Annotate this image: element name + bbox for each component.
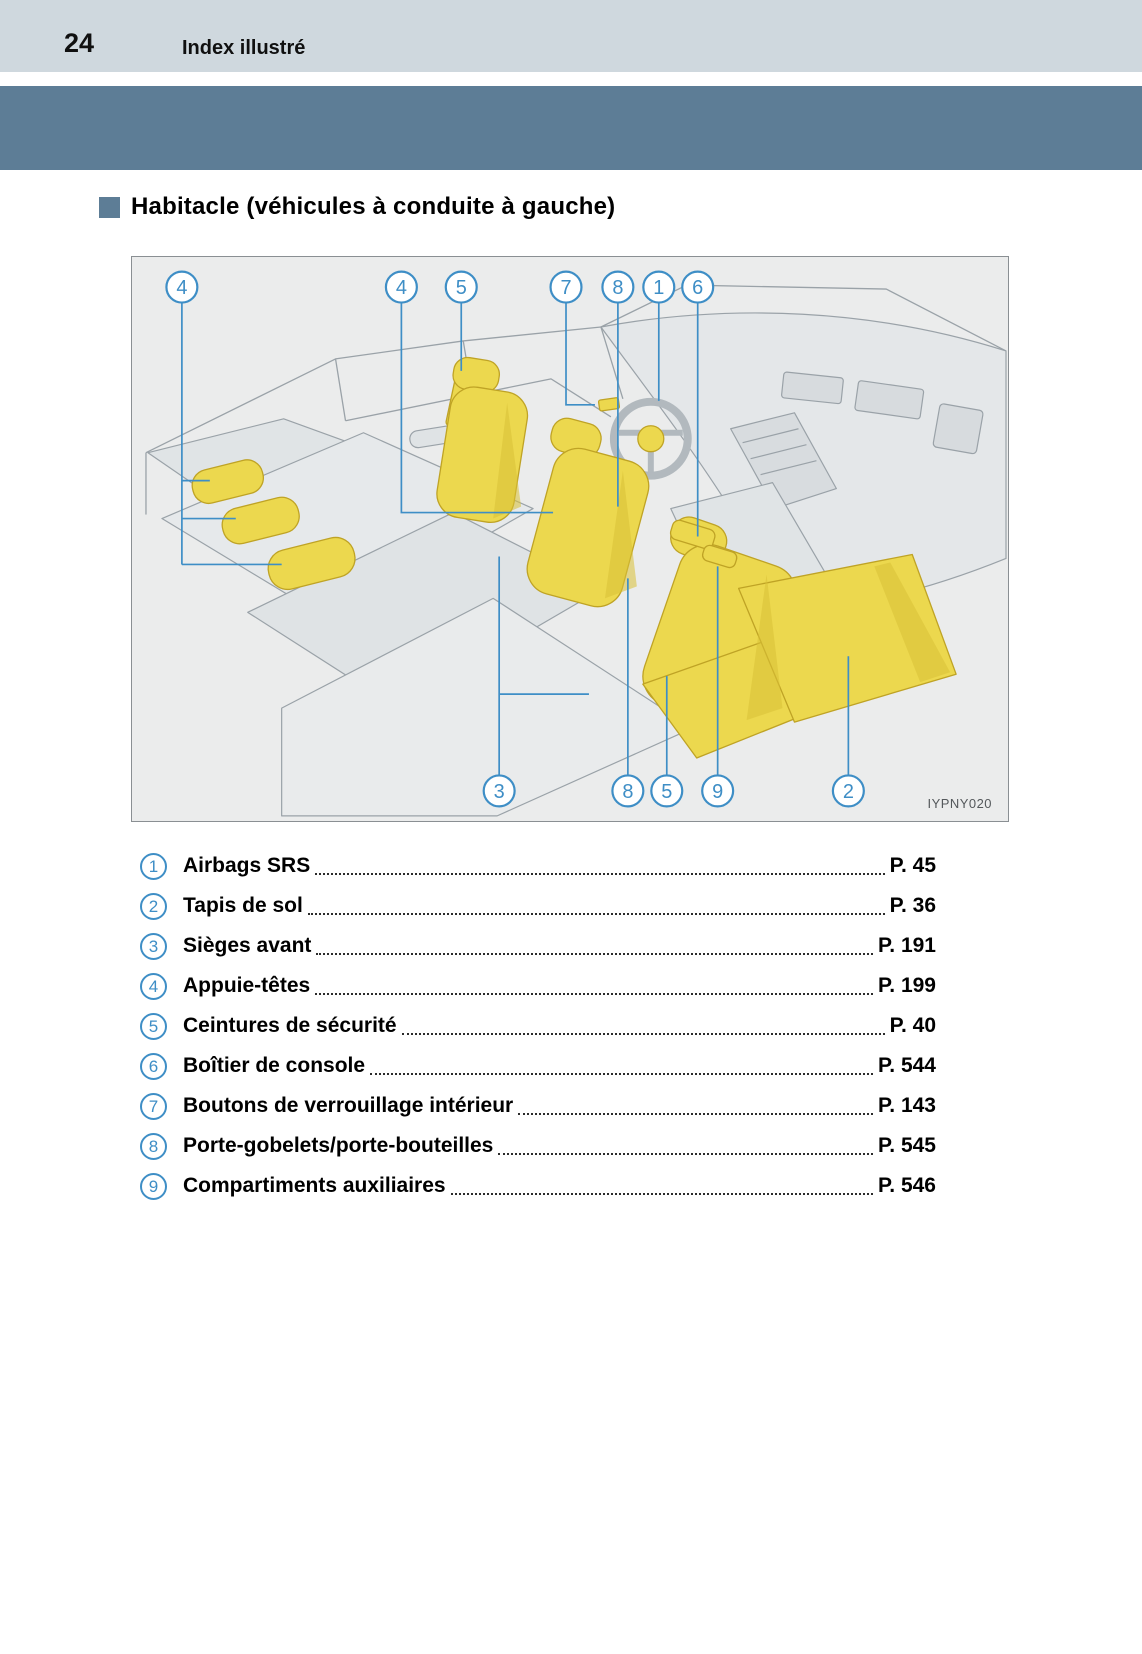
index-number-badge: 6 [140, 1052, 167, 1080]
index-row: 8 Porte-gobelets/porte-bouteilles P. 545 [140, 1126, 936, 1166]
callout-number: 5 [661, 781, 672, 803]
dotted-leader [370, 1058, 873, 1075]
index-row: 6 Boîtier de console P. 544 [140, 1046, 936, 1086]
index-label: Boutons de verrouillage intérieur [183, 1094, 514, 1117]
index-number-badge: 4 [140, 972, 167, 1000]
page-header-band: 24 Index illustré [0, 0, 1142, 72]
index-label: Appuie-têtes [183, 974, 311, 997]
section-title: Habitacle (véhicules à conduite à gauche… [131, 193, 616, 220]
index-label: Ceintures de sécurité [183, 1014, 397, 1037]
index-number-badge: 5 [140, 1012, 167, 1040]
callout-circle: 5 [444, 270, 478, 304]
index-row: 5 Ceintures de sécurité P. 40 [140, 1006, 936, 1046]
section-heading: Habitacle (véhicules à conduite à gauche… [99, 193, 615, 221]
index-label: Boîtier de console [183, 1054, 366, 1077]
callout-number: 4 [396, 277, 407, 299]
callout-circle: 9 [701, 774, 735, 808]
callout-number: 3 [494, 781, 505, 803]
section-bullet-square-icon [99, 196, 120, 218]
index-list: 1 Airbags SRS P. 45 2 Tapis de sol P. 36… [140, 846, 936, 1206]
index-label: Sièges avant [183, 934, 312, 957]
interior-illustration: 4 4 5 7 8 [145, 270, 1007, 817]
dotted-leader [315, 978, 873, 995]
index-page-ref: P. 546 [877, 1174, 936, 1197]
callout-number: 6 [692, 277, 703, 299]
callout-number: 9 [712, 781, 723, 803]
figure-code: IYPNY020 [927, 796, 992, 811]
dotted-leader [401, 1018, 885, 1035]
index-row: 7 Boutons de verrouillage intérieur P. 1… [140, 1086, 936, 1126]
callout-number: 2 [843, 781, 854, 803]
dotted-leader [450, 1178, 873, 1195]
callout-number: 8 [622, 781, 633, 803]
index-page-ref: P. 45 [889, 854, 936, 877]
callouts-top: 4 4 5 7 8 [165, 270, 715, 304]
index-number-badge: 3 [140, 932, 167, 960]
dotted-leader [307, 898, 885, 915]
index-label: Airbags SRS [183, 854, 311, 877]
index-row: 2 Tapis de sol P. 36 [140, 886, 936, 926]
callout-number: 1 [653, 277, 664, 299]
dotted-leader [498, 1138, 873, 1155]
index-number-badge: 7 [140, 1092, 167, 1120]
index-row: 1 Airbags SRS P. 45 [140, 846, 936, 886]
index-page-ref: P. 40 [889, 1014, 936, 1037]
callout-circle: 3 [482, 774, 516, 808]
index-row: 4 Appuie-têtes P. 199 [140, 966, 936, 1006]
index-number-badge: 8 [140, 1132, 167, 1160]
callout-number: 5 [456, 277, 467, 299]
callout-number: 4 [176, 277, 187, 299]
callout-number: 7 [560, 277, 571, 299]
dotted-leader [315, 858, 885, 875]
index-page-ref: P. 36 [889, 894, 936, 917]
interior-illustration-figure: 4 4 5 7 8 [131, 256, 1009, 822]
callout-circle: 1 [642, 270, 676, 304]
index-number-badge: 1 [140, 852, 167, 880]
callout-circle: 7 [549, 270, 583, 304]
callout-circle: 8 [601, 270, 635, 304]
cabin-outline-art [145, 284, 1007, 515]
index-label: Porte-gobelets/porte-bouteilles [183, 1134, 494, 1157]
index-label: Tapis de sol [183, 894, 303, 917]
callout-circle: 5 [650, 774, 684, 808]
index-number-badge: 2 [140, 892, 167, 920]
highlighted-parts [191, 356, 957, 759]
index-page-ref: P. 545 [877, 1134, 936, 1157]
callout-circle: 8 [611, 774, 645, 808]
page-number: 24 [64, 28, 95, 58]
callout-number: 8 [612, 277, 623, 299]
callout-lines [181, 303, 850, 775]
index-page-ref: P. 544 [877, 1054, 936, 1077]
callout-circle: 2 [831, 774, 865, 808]
index-label: Compartiments auxiliaires [183, 1174, 446, 1197]
index-page-ref: P. 143 [877, 1094, 936, 1117]
highlight-shading [493, 402, 951, 721]
callout-circle: 4 [165, 270, 199, 304]
section-color-band [0, 86, 1142, 170]
index-page-ref: P. 199 [877, 974, 936, 997]
callout-circle: 4 [384, 270, 418, 304]
callouts-bottom: 3 8 5 9 2 [482, 774, 865, 808]
index-row: 3 Sièges avant P. 191 [140, 926, 936, 966]
index-page-ref: P. 191 [877, 934, 936, 957]
header-title: Index illustré [182, 37, 306, 59]
dotted-leader [518, 1098, 873, 1115]
index-number-badge: 9 [140, 1172, 167, 1200]
callout-circle: 6 [681, 270, 715, 304]
index-row: 9 Compartiments auxiliaires P. 546 [140, 1166, 936, 1206]
dotted-leader [316, 938, 873, 955]
